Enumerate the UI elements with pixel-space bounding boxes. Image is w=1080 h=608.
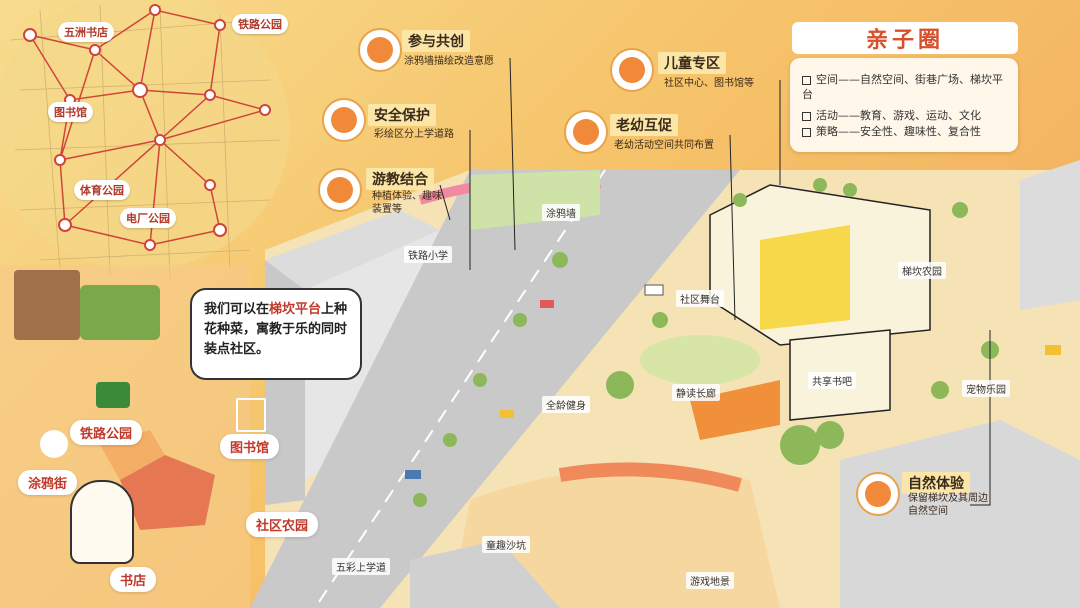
plan-label-all-age-fitness: 全龄健身 — [542, 396, 590, 413]
callout-title-elder-kid: 老幼互促 — [610, 114, 678, 136]
plan-label-school-road: 五彩上学道 — [332, 558, 390, 575]
place-label-library: 图书馆 — [220, 434, 280, 459]
info-title: 亲子圈 — [792, 22, 1018, 54]
callout-desc-nature: 保留梯坎及其周边自然空间 — [908, 493, 988, 517]
backpack-icon — [322, 98, 366, 142]
info-line-strategy: 策略——安全性、趣味性、复合性 — [802, 124, 1012, 139]
speech-highlight: 梯坎平台 — [269, 302, 322, 317]
place-label-community-farm: 社区农园 — [246, 512, 319, 537]
place-label-graffiti-street: 涂鸦街 — [18, 470, 78, 495]
plan-label-graffiti-wall: 涂鸦墙 — [542, 204, 580, 221]
callout-desc-kids-zone: 社区中心、图书馆等 — [664, 78, 754, 89]
library-icon — [236, 398, 266, 432]
info-line-strategy-text: 策略——安全性、趣味性、复合性 — [816, 125, 981, 138]
flower-icon — [856, 472, 900, 516]
map-label-sports-park: 体育公园 — [74, 180, 130, 200]
plan-label-railway-school: 铁路小学 — [404, 246, 452, 263]
map-label-library: 图书馆 — [48, 102, 93, 122]
map-label-wuzhou-bookstore: 五洲书店 — [58, 22, 114, 42]
info-line-activity-text: 活动——教育、游戏、运动、文化 — [816, 109, 981, 122]
callout-desc-play-learn: 种植体验、趣味装置等 — [372, 191, 442, 215]
speech-prefix: 我们可以在 — [204, 302, 270, 317]
place-label-bookstore: 书店 — [110, 567, 157, 592]
street-photo — [14, 270, 80, 340]
callout-title-safety: 安全保护 — [368, 104, 436, 126]
info-line-space: 空间——自然空间、街巷广场、梯坎平台 — [802, 72, 1012, 102]
callout-desc-safety: 彩绘区分上学道路 — [374, 129, 454, 140]
info-box: 空间——自然空间、街巷广场、梯坎平台 活动——教育、游戏、运动、文化 策略——安… — [790, 58, 1018, 152]
plan-label-terrace-farm: 梯坎农园 — [898, 262, 946, 279]
plan-label-pet-park: 宠物乐园 — [962, 380, 1010, 397]
callout-desc-elder-kid: 老幼活动空间共同布置 — [614, 140, 714, 151]
people-icon — [358, 28, 402, 72]
abacus-icon — [318, 168, 362, 212]
elder-child-icon — [564, 110, 608, 154]
vegetable-illustration — [80, 285, 160, 340]
plan-label-play-landscape: 游戏地景 — [686, 572, 734, 589]
map-label-railway-park: 铁路公园 — [232, 14, 288, 34]
callout-title-nature: 自然体验 — [902, 472, 970, 494]
speech-bubble: 我们可以在梯坎平台上种花种菜，寓教于乐的同时装点社区。 — [190, 288, 362, 380]
map-label-power-plant-park: 电厂公园 — [120, 208, 176, 228]
info-line-activity: 活动——教育、游戏、运动、文化 — [802, 108, 1012, 123]
callout-title-participation: 参与共创 — [402, 30, 470, 52]
plan-label-community-stage: 社区舞台 — [676, 290, 724, 307]
person-illustration — [70, 480, 134, 564]
callout-title-kids-zone: 儿童专区 — [658, 52, 726, 74]
place-label-railway-park: 铁路公园 — [70, 420, 143, 445]
callout-title-play-learn: 游教结合 — [366, 168, 434, 190]
plan-label-reading-corridor: 静读长廊 — [672, 384, 720, 401]
child-face-icon — [610, 48, 654, 92]
plan-label-shared-bookbar: 共享书吧 — [808, 372, 856, 389]
callout-desc-participation: 涂鸦墙描绘改造意愿 — [404, 56, 494, 67]
info-line-space-text: 空间——自然空间、街巷广场、梯坎平台 — [802, 73, 1003, 101]
speech-rest: 上种花种菜，寓教于乐的同时装点社区。 — [204, 302, 348, 357]
train-icon — [96, 382, 130, 408]
plan-label-sandpit: 童趣沙坑 — [482, 536, 530, 553]
palette-icon — [40, 430, 68, 458]
